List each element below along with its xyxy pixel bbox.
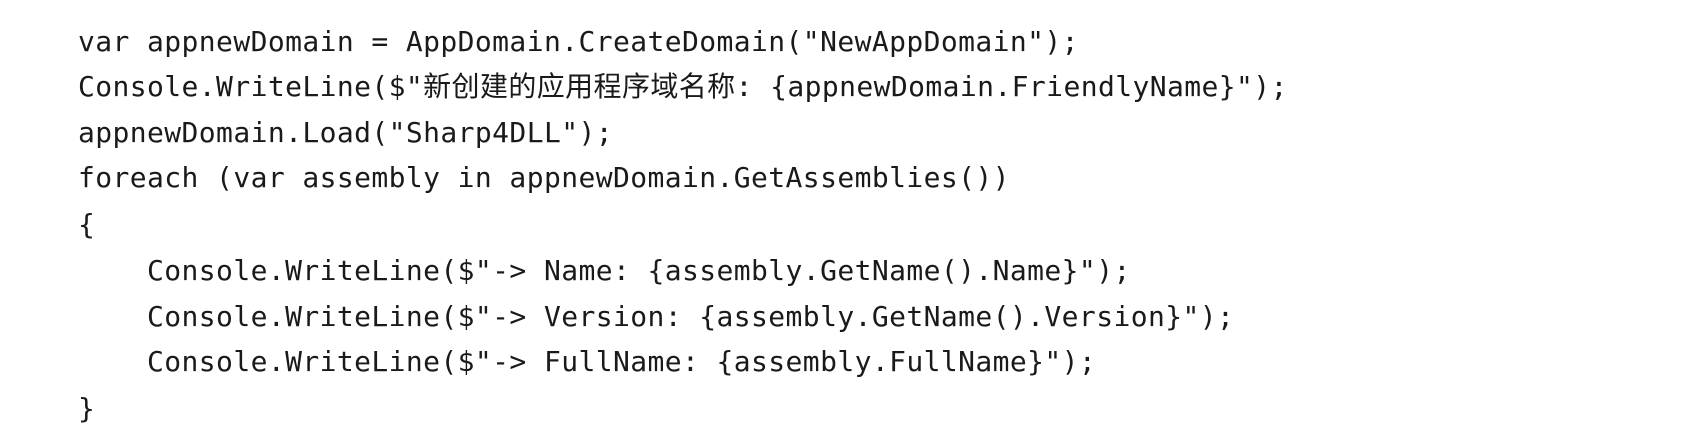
- code-line: appnewDomain.Load("Sharp4DLL");: [78, 116, 613, 149]
- code-line: var appnewDomain = AppDomain.CreateDomai…: [78, 25, 1079, 58]
- code-line: Console.WriteLine($"新创建的应用程序域名称: {appnew…: [78, 70, 1288, 103]
- code-line: Console.WriteLine($"-> FullName: {assemb…: [78, 345, 1097, 378]
- code-line: Console.WriteLine($"-> Version: {assembl…: [78, 300, 1235, 333]
- code-line: {: [78, 208, 96, 241]
- code-line: }: [78, 392, 96, 425]
- code-line: foreach (var assembly in appnewDomain.Ge…: [78, 161, 1010, 194]
- code-line: Console.WriteLine($"-> Name: {assembly.G…: [78, 254, 1131, 287]
